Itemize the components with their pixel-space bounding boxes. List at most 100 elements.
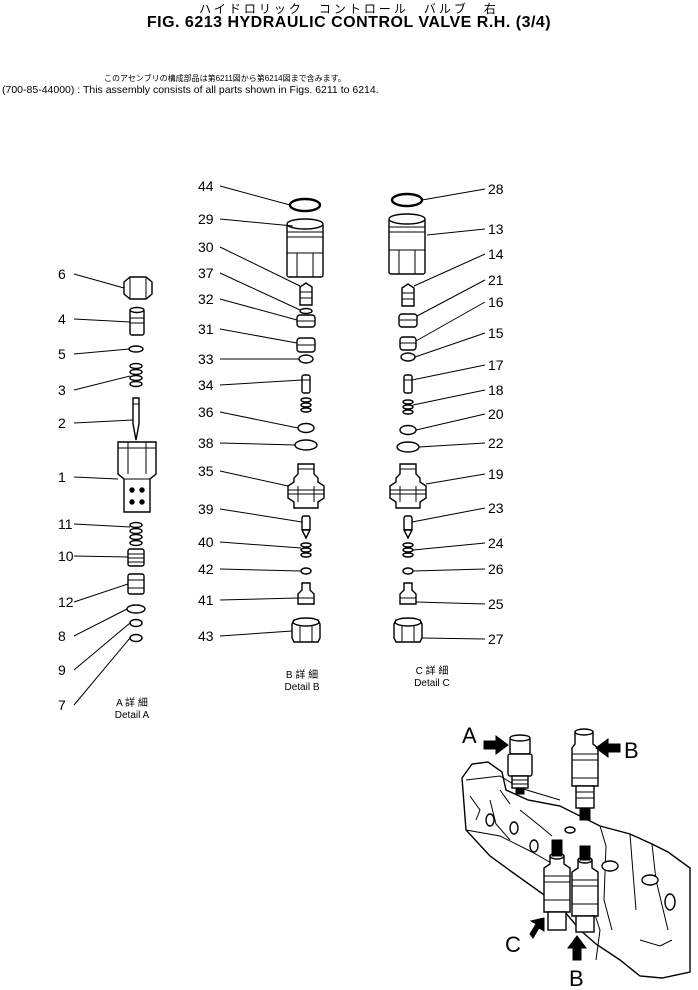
part-19-valve-body bbox=[389, 463, 427, 509]
part-30-spool-end bbox=[299, 282, 313, 306]
part-7-ring bbox=[129, 633, 143, 643]
leader-line bbox=[73, 608, 128, 637]
part-34-piston bbox=[301, 374, 311, 394]
callout-label: 5 bbox=[58, 346, 66, 362]
assembly-valve-c bbox=[543, 839, 571, 931]
leader-line bbox=[73, 476, 119, 480]
leader-line bbox=[418, 442, 486, 448]
callout-label: 33 bbox=[198, 351, 214, 367]
leader-line bbox=[421, 637, 486, 640]
assembly-valve-b-bottom bbox=[571, 845, 599, 933]
callout-label: 23 bbox=[488, 500, 504, 516]
callout-label: 36 bbox=[198, 404, 214, 420]
view-label-c: C bbox=[505, 932, 521, 957]
leader-line bbox=[73, 555, 129, 558]
leader-line bbox=[219, 470, 289, 487]
leader-line bbox=[73, 622, 131, 671]
leader-line bbox=[219, 328, 298, 344]
japanese-title: ハイドロリック コントロール バルブ 右 bbox=[199, 2, 499, 16]
part-40-spring bbox=[300, 542, 312, 558]
callout-label: 2 bbox=[58, 415, 66, 431]
arrow-c bbox=[529, 917, 545, 939]
callout-label: 32 bbox=[198, 291, 214, 307]
view-label-b-bottom: B bbox=[569, 966, 584, 990]
callout-label: 20 bbox=[488, 406, 504, 422]
part-32-washer bbox=[296, 314, 316, 328]
part-25-plug bbox=[399, 582, 417, 605]
leader-line bbox=[73, 583, 129, 603]
callout-label: 38 bbox=[198, 435, 214, 451]
part-31-sleeve bbox=[296, 337, 316, 353]
arrow-b-top bbox=[595, 738, 621, 758]
callout-label: 37 bbox=[198, 265, 214, 281]
assembly-note: (700-85-44000) : This assembly consists … bbox=[2, 84, 379, 96]
callout-label: 14 bbox=[488, 246, 504, 262]
detail-c-caption: Detail C bbox=[414, 678, 450, 689]
callout-label: 30 bbox=[198, 239, 214, 255]
callout-label: 8 bbox=[58, 628, 66, 644]
part-44-o-ring bbox=[288, 197, 322, 213]
leader-line bbox=[219, 246, 301, 287]
part-23-poppet bbox=[402, 515, 414, 540]
part-26-ring bbox=[402, 567, 414, 575]
leader-line bbox=[425, 473, 486, 485]
part-18-spring bbox=[402, 399, 414, 415]
leader-line bbox=[219, 541, 302, 549]
leader-line bbox=[219, 272, 301, 311]
view-label-b-top: B bbox=[624, 738, 639, 763]
detail-c-caption-jp: C 詳 細 bbox=[416, 664, 449, 677]
part-2-poppet bbox=[132, 397, 140, 441]
leader-line bbox=[412, 389, 486, 406]
callout-label: 1 bbox=[58, 469, 66, 485]
leader-line bbox=[73, 523, 131, 528]
assembly-view: A B C B bbox=[461, 723, 691, 990]
part-15-ring bbox=[400, 352, 416, 362]
callout-label: 15 bbox=[488, 325, 504, 341]
callout-label: 9 bbox=[58, 662, 66, 678]
part-24-spring bbox=[402, 542, 414, 558]
part-43-nut bbox=[291, 617, 321, 643]
leader-line bbox=[73, 348, 130, 355]
part-29-cap bbox=[286, 218, 324, 278]
part-42-ring bbox=[300, 567, 312, 575]
callout-label: 18 bbox=[488, 382, 504, 398]
leader-line bbox=[219, 508, 303, 523]
leader-line bbox=[219, 442, 296, 446]
leader-line bbox=[73, 273, 125, 289]
callout-label: 27 bbox=[488, 631, 504, 647]
part-37-spring bbox=[299, 307, 313, 315]
leader-line bbox=[73, 637, 131, 706]
part-17-piston bbox=[403, 374, 413, 394]
leader-line bbox=[426, 228, 486, 236]
leader-line bbox=[415, 413, 486, 431]
callout-label: 11 bbox=[58, 516, 73, 532]
leader-line bbox=[411, 364, 486, 381]
callout-label: 10 bbox=[58, 548, 74, 564]
part-10-plug bbox=[127, 548, 145, 567]
callout-label: 22 bbox=[488, 435, 504, 451]
view-label-a: A bbox=[462, 723, 477, 748]
part-11-spring bbox=[129, 521, 143, 547]
detail-b-caption-jp: B 詳 細 bbox=[286, 668, 318, 681]
callout-label: 28 bbox=[488, 181, 504, 197]
part-8-o-ring bbox=[126, 604, 146, 614]
part-36-spring bbox=[300, 397, 312, 413]
callout-label: 29 bbox=[198, 211, 214, 227]
callout-label: 4 bbox=[58, 311, 66, 327]
leader-line bbox=[219, 218, 294, 227]
callout-label: 40 bbox=[198, 534, 214, 550]
part-28-o-ring bbox=[390, 192, 424, 208]
leader-line bbox=[73, 318, 131, 323]
leader-line bbox=[414, 332, 486, 358]
arrow-b-bottom bbox=[567, 935, 587, 961]
leader-line bbox=[219, 185, 291, 206]
callout-label: 17 bbox=[488, 357, 504, 373]
callout-label: 34 bbox=[198, 377, 214, 393]
callout-label: 44 bbox=[198, 178, 214, 194]
leader-line bbox=[415, 601, 486, 605]
part-39-poppet bbox=[300, 515, 312, 540]
callout-label: 21 bbox=[488, 272, 504, 288]
callout-label: 31 bbox=[198, 321, 214, 337]
part-5-ring bbox=[128, 345, 144, 353]
